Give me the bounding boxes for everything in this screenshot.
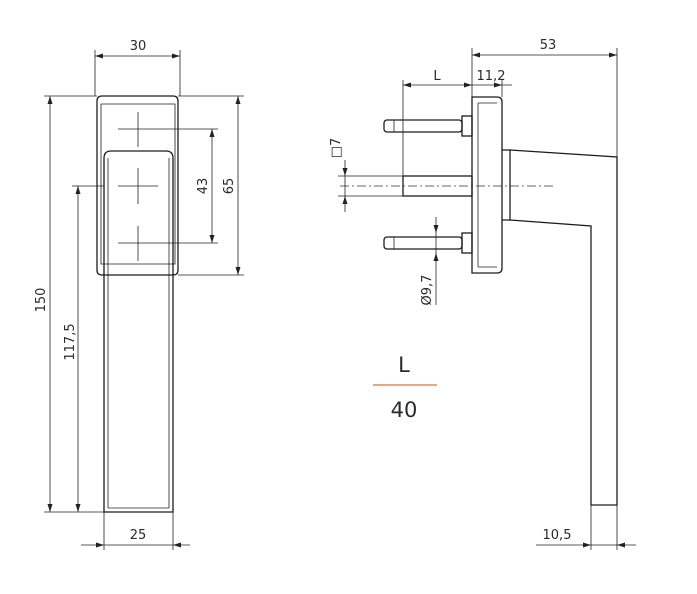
front-lever xyxy=(103,150,174,513)
side-base xyxy=(502,149,511,221)
dim-screw-diameter-label: Ø9,7 xyxy=(420,275,435,306)
dim-hole-spacing-label: 43 xyxy=(196,178,211,195)
dim-lever-tip xyxy=(536,505,636,550)
top-screw xyxy=(383,115,473,137)
dim-lever-width xyxy=(81,512,190,550)
dim-spindle-square-label: □7 xyxy=(329,138,344,159)
spindle-center xyxy=(118,168,158,204)
length-table-header: L xyxy=(398,353,410,377)
side-view: 53 L 11,2 □7 Ø9 xyxy=(329,38,636,550)
bottom-screw xyxy=(383,232,473,254)
dim-width-top-label: 30 xyxy=(130,39,147,54)
dim-length-l xyxy=(402,80,472,176)
dim-projection xyxy=(471,48,618,157)
dim-lever-width-label: 25 xyxy=(130,528,147,543)
dim-total-height xyxy=(44,95,104,513)
dim-lever-tip-label: 10,5 xyxy=(543,528,572,543)
dim-width-top xyxy=(94,50,181,96)
dim-rose-height-label: 65 xyxy=(222,178,237,195)
dim-rose-height xyxy=(178,95,244,276)
dim-rose-thickness-label: 11,2 xyxy=(477,69,506,84)
dim-rose-thickness xyxy=(472,80,512,97)
screw-center-top xyxy=(118,112,158,147)
dim-total-height-label: 150 xyxy=(34,288,49,313)
front-rose-inner xyxy=(100,103,176,265)
dim-hole-spacing xyxy=(158,128,218,244)
dim-lever-height-label: 117,5 xyxy=(63,323,78,360)
dim-projection-label: 53 xyxy=(540,38,557,53)
front-rose xyxy=(96,95,179,276)
dim-length-l-label: L xyxy=(433,69,441,84)
side-lever xyxy=(509,149,618,506)
length-table: L 40 xyxy=(373,353,437,422)
dim-screw-diameter xyxy=(433,217,439,305)
front-view: 30 150 117,5 43 xyxy=(34,39,244,550)
side-rose xyxy=(471,96,503,274)
length-table-value: 40 xyxy=(391,398,418,422)
screw-center-bottom xyxy=(118,226,158,261)
dim-spindle-square xyxy=(338,160,403,212)
dim-lever-height xyxy=(72,185,104,512)
